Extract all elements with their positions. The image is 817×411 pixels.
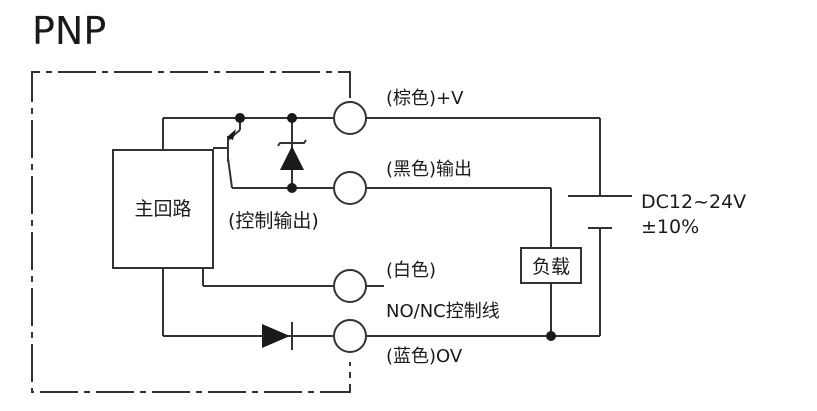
junction-dot	[235, 113, 245, 123]
diode-symbol	[262, 322, 293, 350]
control-output-label: (控制输出)	[228, 210, 319, 232]
junction-dot	[287, 113, 297, 123]
supply-voltage-label: DC12~24V	[641, 191, 746, 213]
blue-wire-label: (蓝色)OV	[386, 346, 463, 367]
main-circuit-label: 主回路	[134, 198, 191, 220]
terminal-black	[333, 171, 367, 205]
load-label: 负载	[532, 256, 570, 278]
sensor-housing-outline	[31, 71, 351, 393]
main-circuit-block: 主回路	[112, 149, 214, 269]
brown-wire-label: (棕色)+V	[386, 88, 464, 109]
white-wire-function-label: NO/NC控制线	[386, 301, 500, 322]
junction-dot	[546, 331, 556, 341]
terminal-brown	[333, 101, 367, 135]
supply-tolerance-label: ±10%	[641, 216, 699, 238]
white-wire-label: (白色)	[386, 260, 436, 281]
external-wiring	[366, 117, 601, 337]
zener-diode-symbol	[277, 139, 307, 170]
terminal-blue	[333, 319, 367, 353]
dc-supply-symbol	[568, 195, 632, 229]
load-block: 负载	[520, 247, 582, 284]
black-wire-label: (黑色)输出	[386, 159, 472, 180]
diagram-title: PNP	[32, 9, 106, 53]
pnp-transistor-symbol	[227, 129, 241, 189]
terminal-white	[333, 269, 367, 303]
junction-dot	[287, 183, 297, 193]
